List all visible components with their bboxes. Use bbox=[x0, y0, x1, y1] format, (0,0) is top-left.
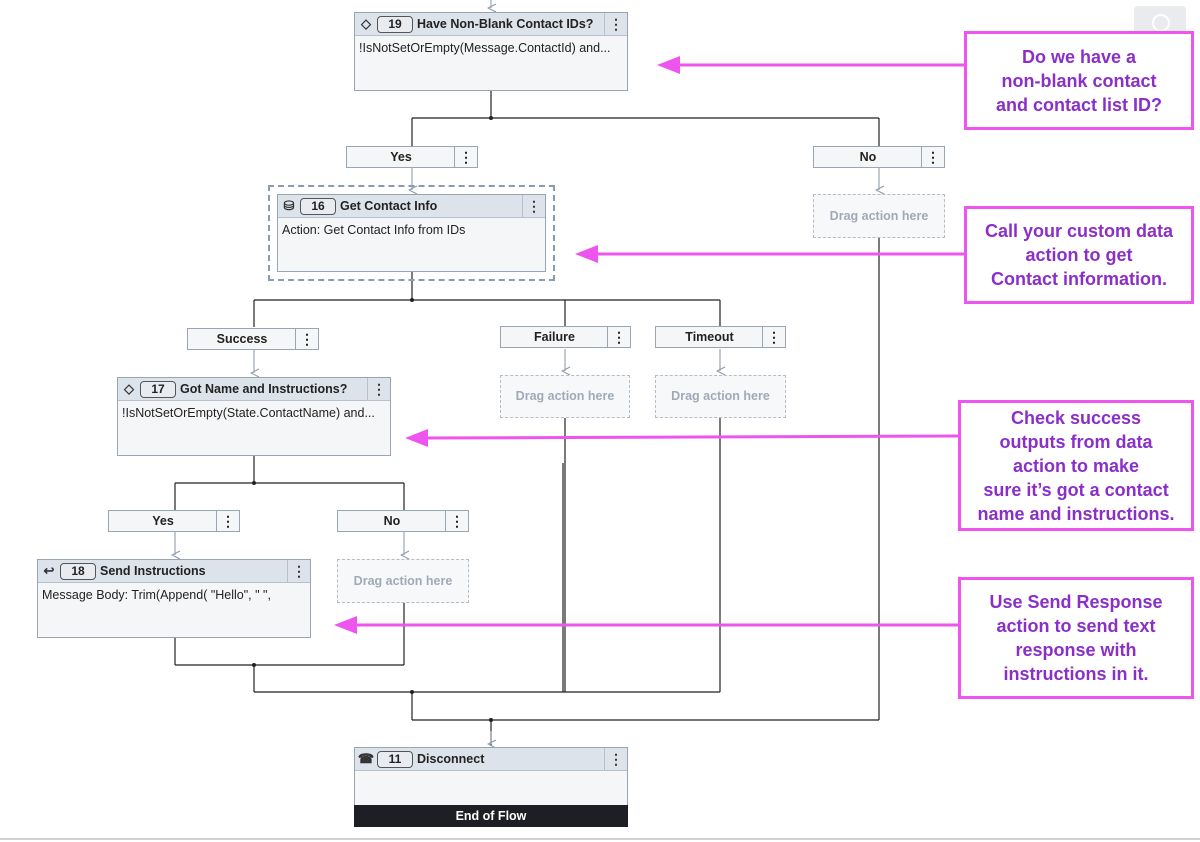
node-18-message-body: Message Body: Trim(Append( "Hello", " ", bbox=[42, 588, 271, 602]
branch-menu-icon[interactable]: ⋮ bbox=[762, 327, 785, 347]
node-18-header[interactable]: ↩ 18 Send Instructions ⋮ bbox=[38, 560, 310, 583]
callout-line: Use Send Response bbox=[989, 592, 1163, 612]
callout-line: Call your custom data bbox=[984, 221, 1174, 241]
node-18-number: 18 bbox=[60, 562, 96, 580]
node-19-title: Have Non-Blank Contact IDs? bbox=[417, 17, 594, 31]
callout-line: name and instructions. bbox=[977, 503, 1175, 524]
database-icon: ⛁ bbox=[283, 198, 295, 213]
node-18-send-response[interactable]: ↩ 18 Send Instructions ⋮ Message Body: T… bbox=[37, 559, 311, 638]
branch-menu-icon[interactable]: ⋮ bbox=[445, 511, 468, 531]
node-16-number: 16 bbox=[300, 197, 336, 215]
node-16-header[interactable]: ⛁ 16 Get Contact Info ⋮ bbox=[278, 195, 545, 218]
branch-menu-icon[interactable]: ⋮ bbox=[216, 511, 239, 531]
callout-line: sure it’s got a contact bbox=[983, 479, 1169, 500]
branch-yes-17[interactable]: Yes ⋮ bbox=[108, 510, 240, 532]
callout-line: instructions in it. bbox=[1003, 664, 1149, 684]
callout-line: action to send text bbox=[996, 616, 1156, 636]
branch-label: Yes bbox=[390, 150, 412, 164]
node-17-header[interactable]: ◇ 17 Got Name and Instructions? ⋮ bbox=[118, 378, 390, 401]
node-18-menu-icon[interactable]: ⋮ bbox=[287, 560, 310, 582]
drop-zone-failure-16[interactable]: Drag action here bbox=[500, 375, 630, 418]
branch-menu-icon[interactable]: ⋮ bbox=[454, 147, 477, 167]
node-17-title: Got Name and Instructions? bbox=[180, 382, 348, 396]
decision-diamond-icon: ◇ bbox=[124, 381, 134, 396]
branch-no-17[interactable]: No ⋮ bbox=[337, 510, 469, 532]
node-19-number: 19 bbox=[377, 15, 413, 33]
callout-line: response with bbox=[1015, 640, 1137, 660]
branch-label: No bbox=[859, 150, 877, 164]
node-16-call-data-action[interactable]: ⛁ 16 Get Contact Info ⋮ Action: Get Cont… bbox=[277, 194, 546, 272]
branch-label: Timeout bbox=[685, 330, 734, 344]
callout-line: action to get bbox=[1025, 245, 1133, 265]
node-19-menu-icon[interactable]: ⋮ bbox=[604, 13, 627, 35]
branch-no-19[interactable]: No ⋮ bbox=[813, 146, 945, 168]
callout-line: Contact information. bbox=[991, 269, 1167, 289]
node-11-header[interactable]: ☎ 11 Disconnect ⋮ bbox=[355, 748, 627, 771]
callout-line: and contact list ID? bbox=[995, 94, 1163, 115]
node-18-title: Send Instructions bbox=[100, 564, 206, 578]
branch-label: Success bbox=[216, 332, 268, 346]
node-17-expression: !IsNotSetOrEmpty(State.ContactName) and.… bbox=[122, 406, 375, 420]
node-11-number: 11 bbox=[377, 750, 413, 768]
node-11-menu-icon[interactable]: ⋮ bbox=[604, 748, 627, 770]
callout-data-action: Call your custom data action to get Cont… bbox=[964, 206, 1194, 304]
callout-line: Check success bbox=[1010, 407, 1142, 428]
branch-failure-16[interactable]: Failure ⋮ bbox=[500, 326, 631, 348]
node-16-title: Get Contact Info bbox=[340, 199, 438, 213]
node-17-menu-icon[interactable]: ⋮ bbox=[367, 378, 390, 400]
bottom-divider bbox=[0, 838, 1200, 840]
end-of-flow-label: End of Flow bbox=[354, 805, 628, 827]
node-11-disconnect[interactable]: ☎ 11 Disconnect ⋮ End of Flow bbox=[354, 747, 628, 827]
drop-zone-no-17[interactable]: Drag action here bbox=[337, 559, 469, 603]
callout-line: Do we have a bbox=[1021, 46, 1137, 67]
disconnect-icon: ☎ bbox=[357, 751, 375, 766]
callout-contact-ids: Do we have a non-blank contact and conta… bbox=[964, 31, 1194, 130]
callout-send-response: Use Send Response action to send text re… bbox=[958, 577, 1194, 699]
node-19-decision[interactable]: ◇ 19 Have Non-Blank Contact IDs? ⋮ !IsNo… bbox=[354, 12, 628, 91]
branch-label: No bbox=[383, 514, 401, 528]
node-16-action: Action: Get Contact Info from IDs bbox=[282, 223, 466, 237]
callout-line: action to make bbox=[1012, 455, 1140, 476]
callout-line: non-blank contact bbox=[1001, 70, 1157, 91]
decision-diamond-icon: ◇ bbox=[361, 16, 371, 31]
branch-label: Failure bbox=[534, 330, 575, 344]
branch-timeout-16[interactable]: Timeout ⋮ bbox=[655, 326, 786, 348]
branch-menu-icon[interactable]: ⋮ bbox=[295, 329, 318, 349]
node-17-decision[interactable]: ◇ 17 Got Name and Instructions? ⋮ !IsNot… bbox=[117, 377, 391, 456]
reply-arrow-icon: ↩ bbox=[43, 563, 55, 578]
magnifier-icon bbox=[1152, 14, 1170, 32]
callout-line: outputs from data bbox=[999, 431, 1153, 452]
drop-zone-timeout-16[interactable]: Drag action here bbox=[655, 375, 786, 418]
drop-zone-no-19[interactable]: Drag action here bbox=[813, 194, 945, 238]
branch-menu-icon[interactable]: ⋮ bbox=[607, 327, 630, 347]
node-19-expression: !IsNotSetOrEmpty(Message.ContactId) and.… bbox=[359, 41, 611, 55]
node-11-title: Disconnect bbox=[417, 752, 485, 766]
node-17-number: 17 bbox=[140, 380, 176, 398]
branch-label: Yes bbox=[152, 514, 174, 528]
node-16-menu-icon[interactable]: ⋮ bbox=[522, 195, 545, 217]
callout-check-outputs: Check success outputs from data action t… bbox=[958, 400, 1194, 531]
node-16-selection bbox=[268, 185, 555, 281]
branch-yes-19[interactable]: Yes ⋮ bbox=[346, 146, 478, 168]
branch-menu-icon[interactable]: ⋮ bbox=[921, 147, 944, 167]
node-19-header[interactable]: ◇ 19 Have Non-Blank Contact IDs? ⋮ bbox=[355, 13, 627, 36]
branch-success-16[interactable]: Success ⋮ bbox=[187, 328, 319, 350]
